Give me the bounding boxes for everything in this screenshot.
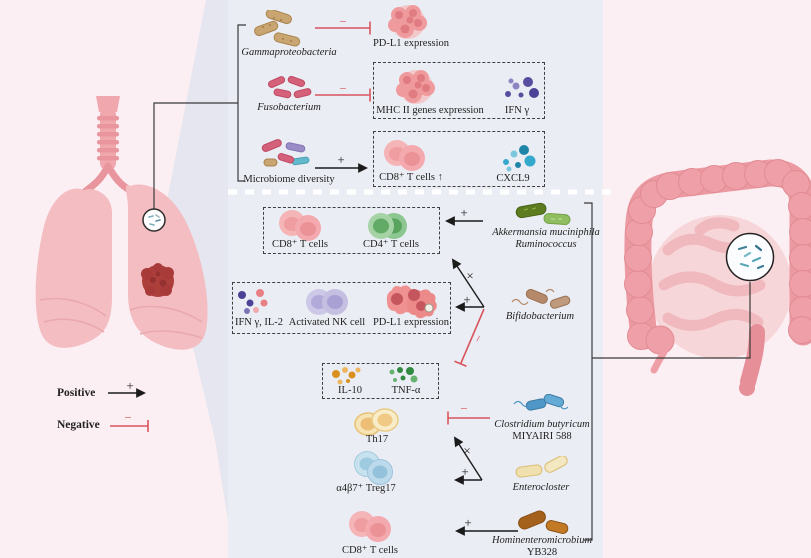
plus-sign-akkermansia: +: [460, 205, 468, 220]
fusobacterium-icon: [267, 76, 312, 99]
hominenteromicrobium-icon: [518, 510, 569, 534]
fusobacterium-label: Fusobacterium: [257, 102, 321, 113]
cd8-bottom-label: CD8⁺ T cells: [342, 545, 398, 556]
microbiome-diversity-icon: [261, 139, 310, 167]
gut-bracket: [584, 202, 751, 541]
legend-minus-sign: −: [124, 410, 132, 425]
minus-sign-gamma: −: [339, 14, 347, 29]
treg-cells-icon: [354, 451, 393, 485]
pdl1-top-label: PD-L1 expression: [372, 38, 450, 49]
cxcl9-dots-icon: [503, 145, 536, 172]
cd4-cells-icon: [368, 213, 407, 239]
box-ifn-nk-pdl1: [232, 282, 451, 334]
clostridium-label-line2: MIYAIRI 588: [512, 431, 572, 442]
legend-plus-sign: +: [126, 378, 134, 393]
legend-positive-label: Positive: [57, 387, 96, 399]
pdl1-tumor-icon: [388, 5, 427, 39]
cd8-mid-label: CD8⁺ T cells: [272, 239, 328, 250]
plus-sign-bifido: +: [463, 292, 471, 307]
microbiome-diversity-label: Microbiome diversity: [243, 174, 335, 185]
cross-sign-bifido: ×: [466, 268, 474, 283]
cd8-up-label: CD8⁺ T cells ↑: [379, 172, 443, 183]
nk-cell-label: Activated NK cell: [288, 317, 366, 328]
plus-sign-enterocloster: +: [461, 464, 469, 479]
cd8-cells-mid-icon: [279, 210, 321, 241]
il10-label: IL-10: [338, 385, 362, 396]
plus-sign-diversity: +: [337, 152, 345, 167]
cd4-label: CD4⁺ T cells: [363, 239, 419, 250]
box-il10-tnf: [322, 363, 439, 399]
hominenteromicrobium-label-line2: YB328: [526, 547, 558, 558]
lung-bracket: [153, 24, 246, 209]
box-mhc-ifng: [373, 62, 545, 119]
lung-tumor: [141, 263, 174, 297]
cross-sign-enterocloster: ×: [463, 443, 471, 458]
tnf-dots-icon: [389, 367, 418, 383]
gut-magnifier-icon: [725, 232, 775, 282]
enterocloster-label: Enterocloster: [512, 482, 570, 493]
negative-arrows: [110, 21, 490, 432]
akkermansia-label-line1: Akkermansia muciniphila: [492, 227, 600, 238]
tnf-label: TNF-α: [391, 385, 421, 396]
legend-negative-label: Negative: [57, 419, 100, 431]
pdl1-mid-label: PD-L1 expression: [372, 317, 450, 328]
bifidobacterium-icon: [511, 288, 571, 309]
clostridium-label-line1: Clostridium butyricum: [494, 419, 590, 430]
minus-sign-clostridium: −: [460, 401, 468, 416]
ifn-gamma-label: IFN γ: [504, 105, 530, 116]
positive-arrows: [108, 163, 518, 536]
pdl1-spiky-cell-icon: [386, 285, 437, 319]
ifn-gamma-dots-icon: [505, 77, 539, 98]
th17-label: Th17: [365, 434, 389, 445]
activated-nk-cell-icon: [306, 289, 348, 315]
gammaproteobacteria-icon: [254, 10, 301, 47]
box-cd8-cd4: [263, 207, 440, 254]
treg-label: α4β7⁺ Treg17: [336, 483, 396, 494]
ifn-il2-dots-icon: [238, 289, 268, 314]
th17-cells-icon: [354, 408, 399, 436]
mhc-tumor-icon: [396, 70, 435, 104]
minus-sign-fuso: −: [339, 81, 347, 96]
lung-magnifier-icon: [142, 208, 166, 232]
cd8-cells-top-icon: [384, 140, 425, 171]
cd8-cells-bottom-icon: [349, 511, 391, 542]
bifidobacterium-label: Bifidobacterium: [505, 311, 575, 322]
clostridium-icon: [513, 394, 568, 411]
cxcl9-label: CXCL9: [496, 173, 530, 184]
ifn-il2-label: IFN γ, IL-2: [234, 317, 284, 328]
akkermansia-label-line2: Ruminococcus: [515, 239, 577, 250]
mhc-label: MHC II genes expression: [376, 105, 484, 116]
hominenteromicrobium-label-line1: Hominenteromicrobium: [491, 535, 593, 546]
akkermansia-icon: [515, 202, 571, 226]
plus-sign-hominenteromicrobium: +: [464, 515, 472, 530]
enterocloster-icon: [515, 456, 568, 478]
gammaproteobacteria-label: Gammaproteobacteria: [241, 47, 337, 58]
box-cd8-cxcl9: [373, 131, 545, 187]
il10-dots-icon: [332, 367, 361, 385]
